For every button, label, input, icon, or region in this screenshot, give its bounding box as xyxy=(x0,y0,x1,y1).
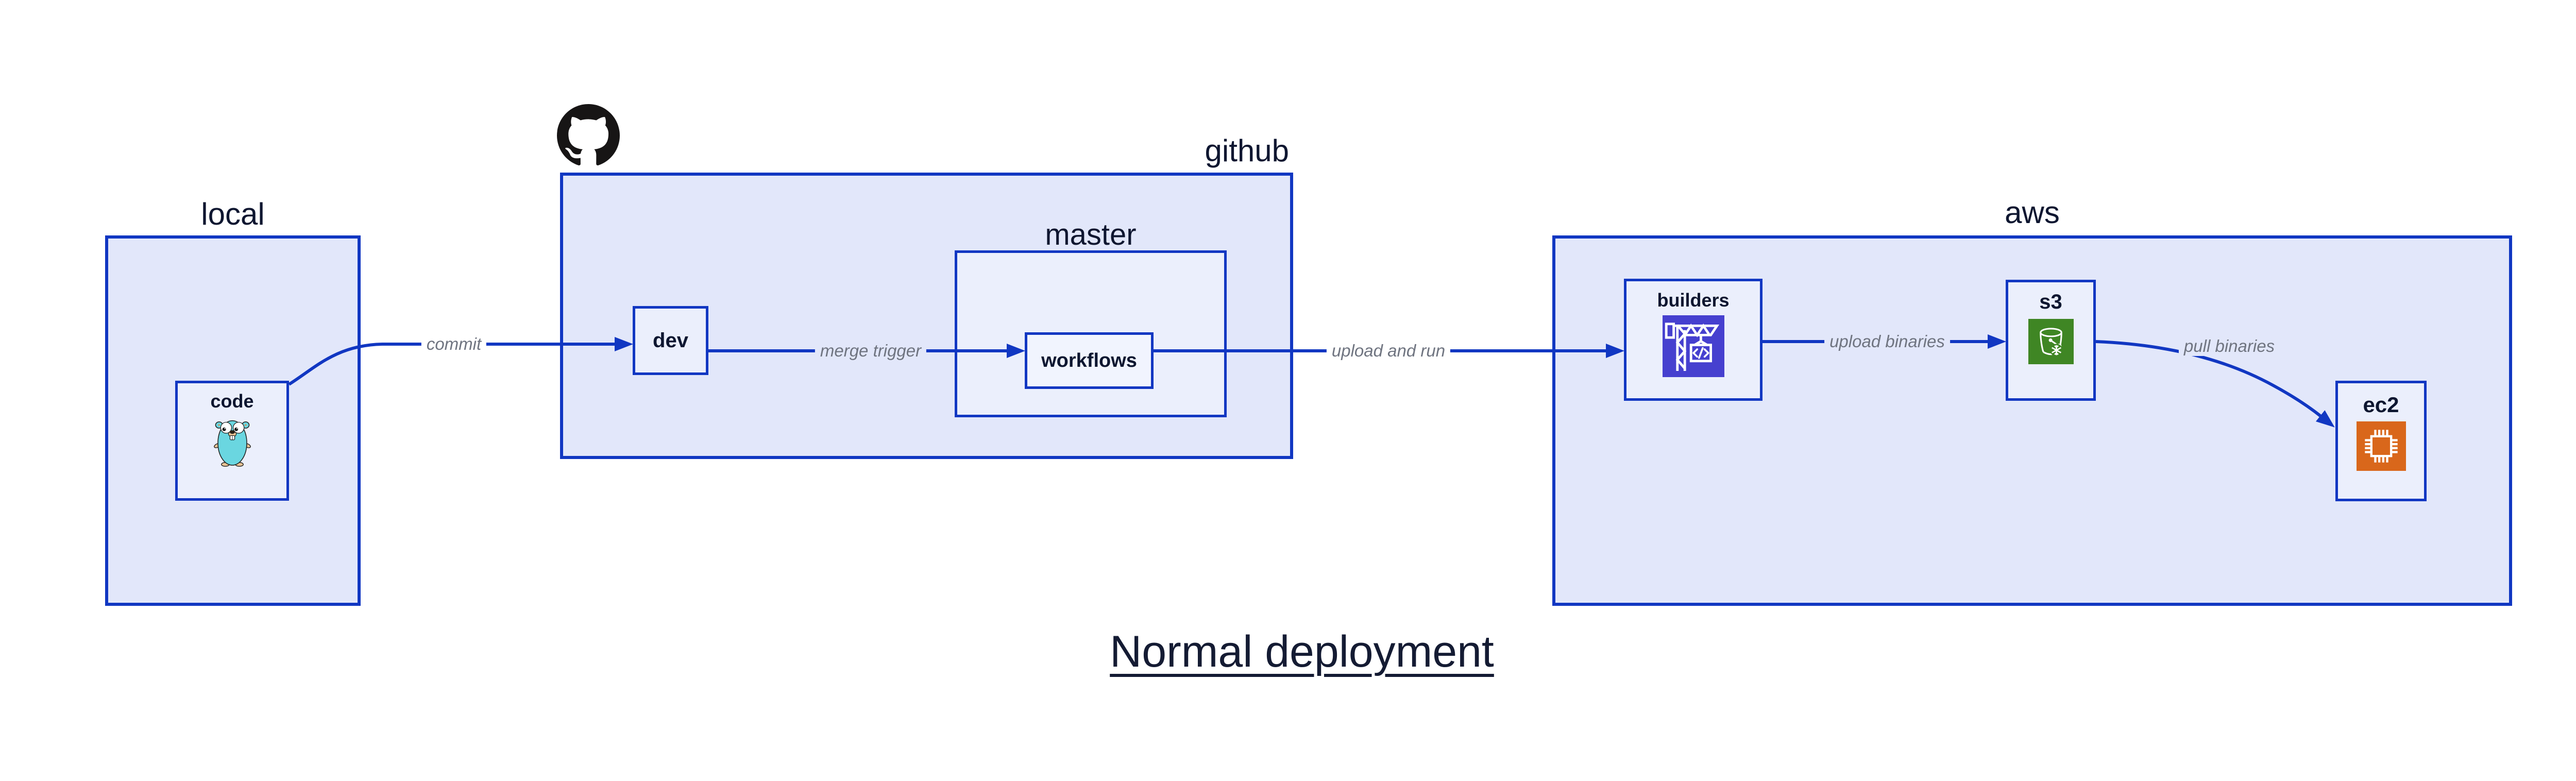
local-group-label: local xyxy=(201,197,265,231)
node-code: code xyxy=(175,381,289,501)
node-dev-label: dev xyxy=(653,329,688,352)
node-workflows: workflows xyxy=(1025,332,1154,389)
node-s3-label: s3 xyxy=(2039,291,2062,313)
edge-label-pull-binaries: pull binaries xyxy=(2178,336,2280,356)
github-group-label: github xyxy=(1205,133,1289,168)
node-ec2: ec2 xyxy=(2335,381,2427,501)
node-builders: builders xyxy=(1624,279,1762,401)
edge-label-upload-binaries: upload binaries xyxy=(1824,332,1950,351)
go-gopher-icon xyxy=(213,420,251,467)
node-s3: s3 xyxy=(2006,280,2096,401)
node-code-label: code xyxy=(210,390,254,412)
node-builders-label: builders xyxy=(1657,290,1730,311)
edge-label-commit: commit xyxy=(421,334,487,354)
edge-label-upload-and-run: upload and run xyxy=(1326,341,1451,361)
diagram-title-text: Normal deployment xyxy=(1110,627,1494,676)
github-octocat-logo-icon xyxy=(557,104,620,165)
snowflake-glyph xyxy=(2051,345,2061,355)
aws-group-label: aws xyxy=(2005,195,2060,230)
diagram-title: Normal deployment xyxy=(0,626,2576,677)
node-dev: dev xyxy=(633,306,708,375)
master-group-label: master xyxy=(1045,218,1137,251)
aws-codebuild-crane-icon xyxy=(1662,315,1724,377)
edge-label-merge-trigger: merge trigger xyxy=(815,341,927,361)
node-workflows-label: workflows xyxy=(1041,349,1137,371)
aws-s3-bucket-icon xyxy=(2028,319,2074,364)
node-ec2-label: ec2 xyxy=(2363,393,2399,417)
aws-ec2-chip-icon xyxy=(2356,421,2406,471)
